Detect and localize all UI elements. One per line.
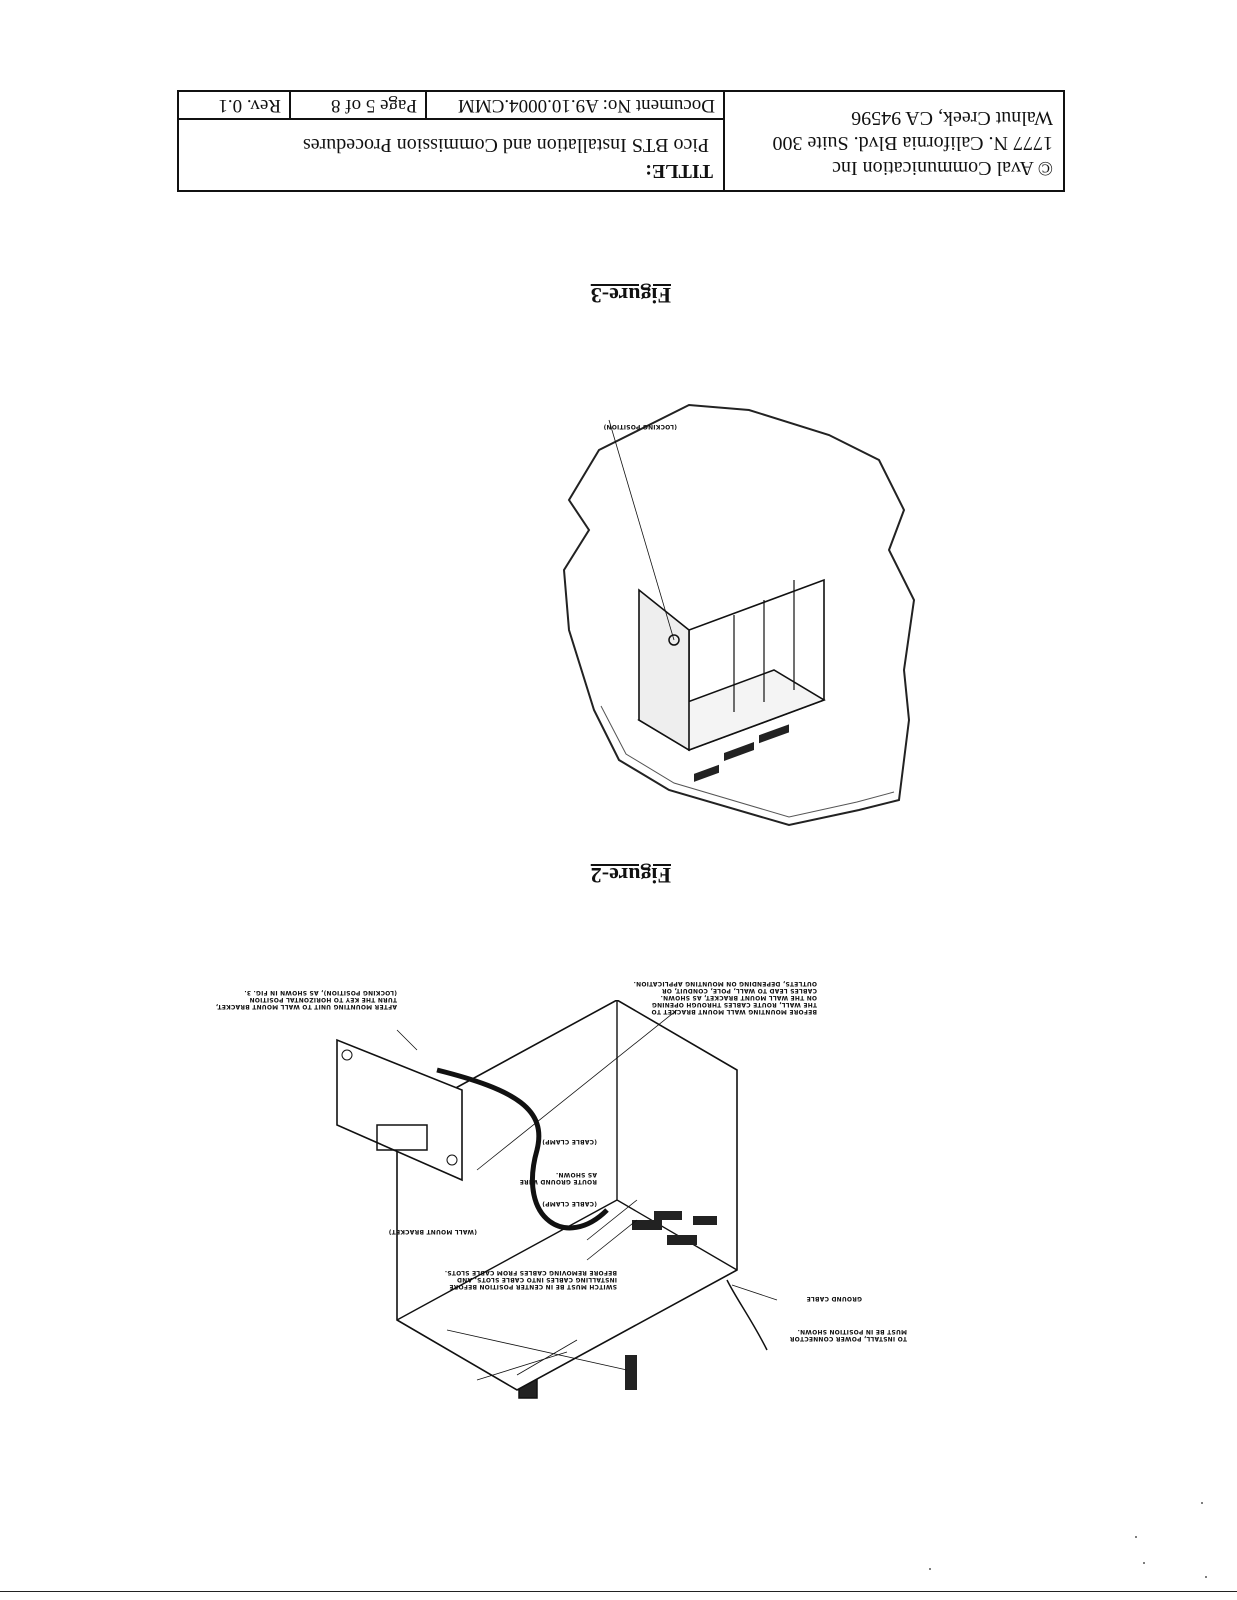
callout-route-ground-wire: ROUTE GROUND WIRE AS SHOWN. (520, 1171, 597, 1185)
callout-wall-mount-bracket: (WALL MOUNT BRACKET) (388, 1228, 477, 1235)
callout-ground-cable: GROUND CABLE (806, 1295, 862, 1302)
callout-line: AFTER MOUNTING UNIT TO WALL MOUNT BRACKE… (215, 1003, 397, 1010)
callout-power-connector: TO INSTALL, POWER CONNECTOR MUST BE IN P… (790, 1328, 907, 1342)
scan-speck (1201, 1502, 1203, 1504)
figure-2-caption: Figure-2 (590, 863, 671, 888)
cabinet-side (638, 588, 690, 752)
revision: Rev. 0.1 (218, 95, 281, 116)
callout-leader (608, 419, 675, 641)
callout-line: TO INSTALL, POWER CONNECTOR (789, 1335, 907, 1342)
document-number: Document No: A9.10.0004.CMM (425, 92, 723, 118)
company-block: © Aval Communication Inc 1777 N. Califor… (723, 92, 1063, 190)
unit-vents (632, 1211, 717, 1245)
pico-bts-unit-top (396, 1199, 618, 1321)
footer-rule (0, 1591, 1237, 1592)
callout-before-mounting: BEFORE MOUNTING WALL MOUNT BRACKET TO TH… (633, 980, 817, 1015)
callout-line: CABLES LEAD TO WALL, POLE, CONDUIT, OR (661, 987, 817, 994)
cabinet-vents (694, 724, 789, 782)
bracket-cable-opening (376, 1124, 428, 1151)
bracket-screw-hole (341, 1049, 353, 1061)
scan-speck (1205, 1576, 1207, 1578)
callout-line: (LOCKING POSITION), AS SHOWN IN FIG. 3. (244, 989, 397, 996)
page-number: Page 5 of 8 (289, 92, 425, 118)
title-block: TITLE: Pico BTS Installation and Commiss… (179, 118, 723, 190)
document-header: © Aval Communication Inc 1777 N. Califor… (177, 90, 1065, 192)
scan-speck (929, 1568, 931, 1570)
company-name: © Aval Communication Inc (832, 157, 1053, 179)
callout-cable-clamp-lower: (CABLE CLAMP) (542, 1200, 597, 1207)
callout-locking-position: (LOCKING POSITION) (603, 423, 677, 430)
callout-line: OUTLETS, DEPENDING ON MOUNTING APPLICATI… (633, 980, 817, 987)
callout-line: SWITCH MUST BE IN CENTER POSITION BEFORE (449, 1283, 617, 1290)
document-title: Pico BTS Installation and Commission Pro… (302, 134, 709, 156)
figure-3-drawing (562, 403, 916, 827)
callout-line: ON THE WALL MOUNT BRACKET, AS SHOWN. (660, 994, 817, 1001)
wall-mount-bracket (336, 1038, 463, 1182)
callout-line: AS SHOWN. (555, 1171, 597, 1178)
callout-line: ROUTE GROUND WIRE (519, 1178, 597, 1185)
callout-leaders (396, 1009, 778, 1381)
figure-2-drawing (336, 1000, 778, 1399)
switch-component (625, 1355, 637, 1390)
pico-bts-unit (396, 1000, 738, 1391)
scan-speck (1135, 1536, 1137, 1538)
document-meta-row: Document No: A9.10.0004.CMM Page 5 of 8 … (179, 92, 723, 118)
panel-dividers (733, 580, 795, 712)
callout-line: INSTALLING CABLES INTO CABLE SLOTS, AND (456, 1276, 617, 1283)
company-address-line2: Walnut Creek, CA 94596 (851, 107, 1053, 129)
title-label: TITLE: (645, 160, 713, 182)
callout-switch-position: SWITCH MUST BE IN CENTER POSITION BEFORE… (445, 1269, 617, 1290)
key-lock-icon (668, 634, 680, 646)
wall-surface-edge (600, 705, 895, 818)
callout-after-mounting: AFTER MOUNTING UNIT TO WALL MOUNT BRACKE… (216, 989, 397, 1010)
bracket-screw-hole (446, 1154, 458, 1166)
cable-loop (436, 1067, 609, 1231)
callout-line: BEFORE MOUNTING WALL MOUNT BRACKET TO (651, 1008, 817, 1015)
scan-speck (1143, 1562, 1145, 1564)
callout-line: THE WALL, ROUTE CABLES THROUGH OPENING (651, 1001, 817, 1008)
callout-line: MUST BE IN POSITION SHOWN. (797, 1328, 907, 1335)
callout-line: TURN THE KEY TO HORIZONTAL POSITION (249, 996, 397, 1003)
ground-cable (726, 1279, 768, 1351)
callout-cable-clamp-upper: (CABLE CLAMP) (542, 1138, 597, 1145)
figure-3-caption: Figure-3 (590, 283, 671, 308)
callout-line: BEFORE REMOVING CABLES FROM CABLE SLOTS. (444, 1269, 617, 1276)
company-address-line1: 1777 N. California Blvd. Suite 300 (772, 132, 1053, 154)
